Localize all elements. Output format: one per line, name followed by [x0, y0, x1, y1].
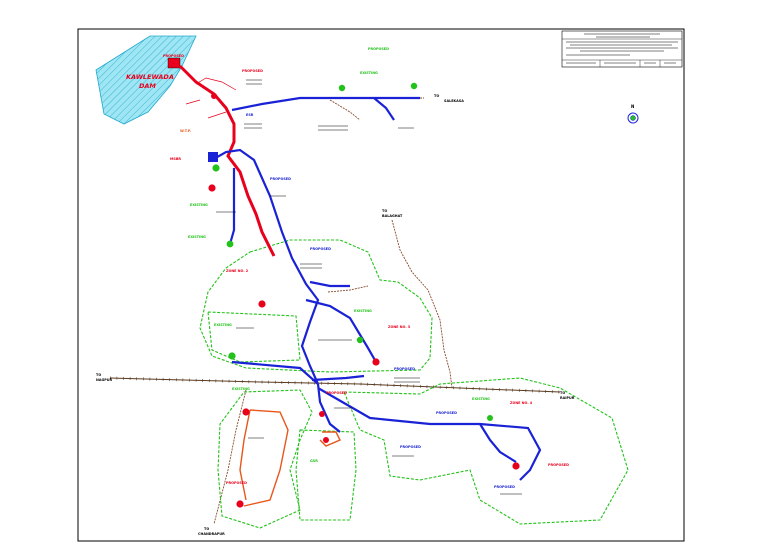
esr-zone4-existing-icon — [487, 415, 493, 421]
annot-existing-5: EXISTING — [232, 387, 250, 391]
esr-existing-icon — [212, 164, 220, 172]
esr-proposed-icon — [208, 184, 216, 192]
annot-zone-3: ZONE NO. 3 — [388, 325, 411, 329]
road-to-chandrapur: CHANDRAPUR — [198, 532, 225, 536]
intake-well-icon — [167, 57, 181, 69]
road-to-balaghat: BALAGHAT — [382, 214, 403, 218]
annot-proposed-8: PROPOSED — [548, 463, 569, 467]
annot-existing-2: EXISTING — [190, 203, 208, 207]
annot-gsr: GSR — [310, 459, 318, 463]
intake-esr-icon — [211, 93, 217, 99]
annot-wtp: W.T.P. — [180, 129, 191, 133]
annot-proposed-7: PROPOSED — [400, 445, 421, 449]
road-to-salekasa: SALEKASA — [444, 99, 464, 103]
gsr-icon — [323, 437, 329, 443]
road-to-raipur: RAIPUR — [560, 396, 575, 400]
intake-label: PROPOSED — [163, 54, 184, 58]
annot-zone-2: ZONE NO. 2 — [226, 269, 249, 273]
annotations: PROPOSED EXISTING PROPOSED ESR W.T.P. MS… — [170, 47, 569, 489]
esr-east-icon — [410, 82, 418, 90]
esr-zone1-icon — [228, 352, 236, 360]
annot-proposed-11: PROPOSED — [394, 367, 415, 371]
esr-zone3-icon — [372, 358, 380, 366]
annot-existing-6: EXISTING — [472, 397, 490, 401]
esr-salekasa-icon — [338, 84, 346, 92]
road-to-chandrapur-prefix: TO — [204, 527, 209, 531]
road-to-raipur-prefix: TO — [560, 391, 565, 395]
annot-proposed-5: PROPOSED — [326, 391, 347, 395]
gravity-mains — [211, 96, 542, 481]
annot-proposed-3: PROPOSED — [270, 177, 291, 181]
esr-zone4-icon — [512, 462, 520, 470]
zone-boundaries — [199, 239, 629, 529]
compass-north-label: N — [631, 104, 634, 109]
road-to-salekasa-prefix: TO — [434, 94, 439, 98]
esr-zone1-north-icon — [226, 240, 234, 248]
dam-suffix: DAM — [139, 82, 156, 90]
esr-zone3-existing-icon — [356, 336, 364, 344]
drawing-frame — [77, 28, 685, 542]
annot-existing-4: EXISTING — [354, 309, 372, 313]
annot-esr-1: ESR — [246, 113, 254, 117]
rising-main-branches — [185, 77, 237, 119]
annot-proposed-10: PROPOSED — [436, 411, 457, 415]
road-to-balaghat-prefix: TO — [382, 209, 387, 213]
reservoir-markers — [208, 82, 520, 508]
road-to-nagpur-prefix: TO — [96, 373, 101, 377]
esr-zone5-icon — [242, 408, 250, 416]
dam-name: KAWLEWADA — [126, 73, 174, 81]
title-block — [561, 30, 683, 68]
esr-central-icon — [319, 411, 325, 417]
annot-proposed-1: PROPOSED — [242, 69, 263, 73]
road-to-nagpur: NAGPUR — [96, 378, 112, 382]
annot-zone-4: ZONE NO. 4 — [510, 401, 533, 405]
wtp-icon — [208, 152, 218, 162]
esr-zone5-south-icon — [236, 500, 244, 508]
annot-existing-3: EXISTING — [214, 323, 232, 327]
annot-existing-1: EXISTING — [360, 71, 378, 75]
distribution-mains — [239, 409, 341, 507]
annot-proposed-2: PROPOSED — [368, 47, 389, 51]
annot-proposed-9: PROPOSED — [494, 485, 515, 489]
rising-main — [178, 64, 276, 257]
annot-proposed-6: PROPOSED — [226, 481, 247, 485]
north-compass-icon: N — [627, 104, 639, 124]
annot-proposed-4: PROPOSED — [310, 247, 331, 251]
annot-msbr: MSBR — [170, 157, 181, 161]
esr-zone2-icon — [258, 300, 266, 308]
annot-existing-7: EXISTING — [188, 235, 206, 239]
detail-text-lines — [216, 79, 522, 495]
railway-line — [109, 376, 561, 394]
